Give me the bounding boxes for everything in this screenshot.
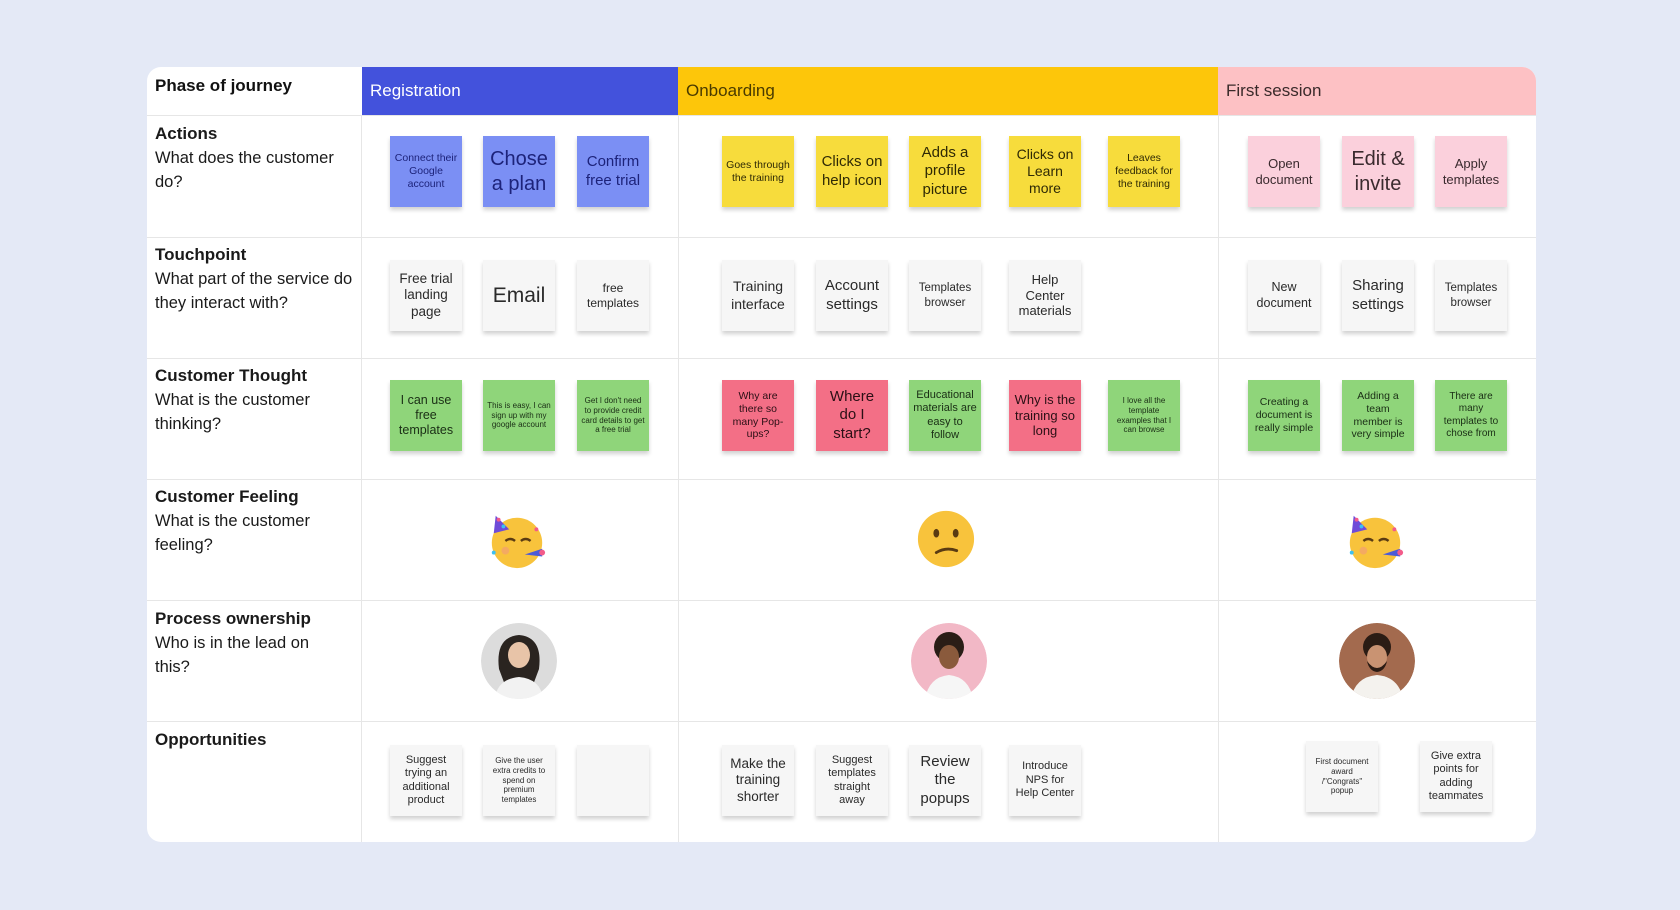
row-question: Who is in the lead on this?	[155, 634, 310, 676]
phase-first-session-header[interactable]: First session	[1218, 67, 1536, 115]
column-divider	[361, 115, 362, 842]
row-title: Customer Feeling	[155, 487, 299, 506]
row-title: Process ownership	[155, 609, 311, 628]
sticky-note[interactable]: Where do I start?	[816, 380, 888, 451]
sticky-note[interactable]: Training interface	[722, 260, 794, 331]
sticky-note[interactable]: Suggest trying an additional product	[390, 745, 462, 816]
row-question: What does the customer do?	[155, 149, 334, 191]
row-question: What part of the service do they interac…	[155, 270, 353, 312]
sticky-note[interactable]: Edit & invite	[1342, 136, 1414, 207]
sticky-note[interactable]: Leaves feedback for the training	[1108, 136, 1180, 207]
sticky-note[interactable]: Sharing settings	[1342, 260, 1414, 331]
row-divider	[147, 721, 1536, 722]
sticky-note[interactable]: Adding a team member is very simple	[1342, 380, 1414, 451]
sticky-note[interactable]: Make the training shorter	[722, 745, 794, 816]
sticky-note[interactable]: Get I don't need to provide credit card …	[577, 380, 649, 451]
sticky-note[interactable]: Templates browser	[1435, 260, 1507, 331]
phase-of-journey-label: Phase of journey	[155, 76, 292, 95]
sticky-note[interactable]: Creating a document is really simple	[1248, 380, 1320, 451]
sticky-note[interactable]: Review the popups	[909, 745, 981, 816]
sticky-note[interactable]: New document	[1248, 260, 1320, 331]
sticky-note[interactable]: I can use free templates	[390, 380, 462, 451]
row-label-ownership: Process ownership Who is in the lead on …	[155, 607, 345, 679]
sticky-note[interactable]: I love all the template examples that I …	[1108, 380, 1180, 451]
avatar-woman-curly-hair	[911, 623, 987, 699]
row-title: Actions	[155, 124, 218, 143]
row-title: Touchpoint	[155, 245, 247, 264]
sticky-note[interactable]	[577, 745, 649, 816]
sticky-note[interactable]: Clicks on help icon	[816, 136, 888, 207]
sticky-note[interactable]: Why are there so many Pop-ups?	[722, 380, 794, 451]
row-label-actions: Actions What does the customer do?	[155, 122, 345, 194]
sticky-note[interactable]: Give extra points for adding teammates	[1420, 741, 1492, 812]
sticky-note[interactable]: Adds a profile picture	[909, 136, 981, 207]
phase-label-cell: Phase of journey	[147, 67, 362, 115]
sticky-note[interactable]: Apply templates	[1435, 136, 1507, 207]
avatar-man-beard	[1339, 623, 1415, 699]
sticky-note[interactable]: Free trial landing page	[390, 260, 462, 331]
sticky-note[interactable]: Educational materials are easy to follow	[909, 380, 981, 451]
row-label-opportunities: Opportunities	[155, 728, 345, 752]
sticky-note[interactable]: Connect their Google account	[390, 136, 462, 207]
row-label-thought: Customer Thought What is the customer th…	[155, 364, 345, 436]
row-divider	[147, 600, 1536, 601]
sticky-note[interactable]: Introduce NPS for Help Center	[1009, 745, 1081, 816]
avatar-woman-long-hair	[481, 623, 557, 699]
sticky-note[interactable]: Suggest templates straight away	[816, 745, 888, 816]
sticky-note[interactable]: There are many templates to chose from	[1435, 380, 1507, 451]
row-question: What is the customer feeling?	[155, 512, 310, 554]
sticky-note[interactable]: Clicks on Learn more	[1009, 136, 1081, 207]
row-question: What is the customer thinking?	[155, 391, 310, 433]
sticky-note[interactable]: Help Center materials	[1009, 260, 1081, 331]
column-divider	[1218, 115, 1219, 842]
sticky-note[interactable]: Account settings	[816, 260, 888, 331]
row-divider	[147, 479, 1536, 480]
sticky-note[interactable]: free templates	[577, 260, 649, 331]
row-divider	[147, 358, 1536, 359]
column-divider	[678, 115, 679, 842]
row-label-touchpoint: Touchpoint What part of the service do t…	[155, 243, 360, 315]
phase-registration-label: Registration	[370, 81, 461, 100]
sticky-note[interactable]: Chose a plan	[483, 136, 555, 207]
journey-map-board: Phase of journey Registration Onboarding…	[147, 67, 1536, 842]
sticky-note[interactable]: First document award /"Congrats" popup	[1306, 741, 1378, 812]
sticky-note[interactable]: Give the user extra credits to spend on …	[483, 745, 555, 816]
row-divider	[147, 115, 1536, 116]
partying-face-icon	[491, 515, 546, 569]
partying-face-icon	[1349, 515, 1404, 569]
row-title: Opportunities	[155, 730, 267, 749]
phase-onboarding-header[interactable]: Onboarding	[678, 67, 1218, 115]
phase-first-session-label: First session	[1226, 81, 1322, 100]
row-label-feeling: Customer Feeling What is the customer fe…	[155, 485, 345, 557]
sticky-note[interactable]: This is easy, I can sign up with my goog…	[483, 380, 555, 451]
sticky-note[interactable]: Open document	[1248, 136, 1320, 207]
confused-face-icon	[917, 510, 975, 568]
row-divider	[147, 237, 1536, 238]
phase-registration-header[interactable]: Registration	[362, 67, 678, 115]
sticky-note[interactable]: Confirm free trial	[577, 136, 649, 207]
sticky-note[interactable]: Why is the training so long	[1009, 380, 1081, 451]
phase-onboarding-label: Onboarding	[686, 81, 775, 100]
sticky-note[interactable]: Templates browser	[909, 260, 981, 331]
sticky-note[interactable]: Goes through the training	[722, 136, 794, 207]
row-title: Customer Thought	[155, 366, 308, 385]
sticky-note[interactable]: Email	[483, 260, 555, 331]
